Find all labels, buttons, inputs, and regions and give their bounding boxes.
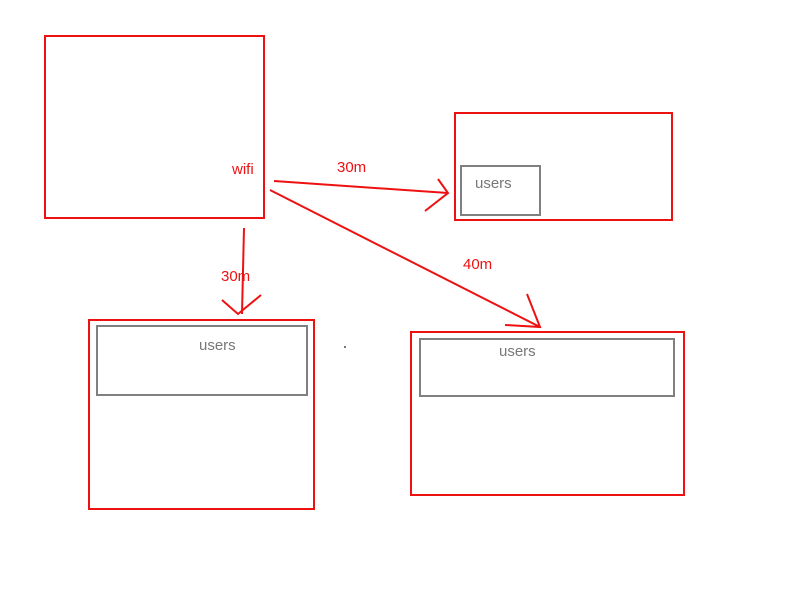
users-box-bottom-right[interactable] bbox=[419, 338, 675, 397]
arrow-down bbox=[221, 227, 262, 316]
link-label-down: 30m bbox=[221, 268, 251, 285]
router-label: wifi bbox=[232, 161, 254, 178]
users-label-right-top: users bbox=[475, 175, 512, 192]
node-box-right-top[interactable] bbox=[454, 112, 673, 221]
link-label-diagonal: 40m bbox=[463, 256, 493, 273]
arrow-right bbox=[273, 178, 450, 212]
node-box-bottom-left[interactable] bbox=[88, 319, 315, 510]
router-box[interactable] bbox=[44, 35, 265, 219]
node-box-bottom-right[interactable] bbox=[410, 331, 685, 496]
arrow-diagonal bbox=[269, 189, 542, 329]
stray-dot bbox=[344, 346, 346, 348]
users-box-bottom-left[interactable] bbox=[96, 325, 308, 396]
users-label-bottom-right: users bbox=[499, 343, 536, 360]
link-label-right: 30m bbox=[337, 159, 367, 176]
users-box-right-top[interactable] bbox=[460, 165, 541, 216]
users-label-bottom-left: users bbox=[199, 337, 236, 354]
